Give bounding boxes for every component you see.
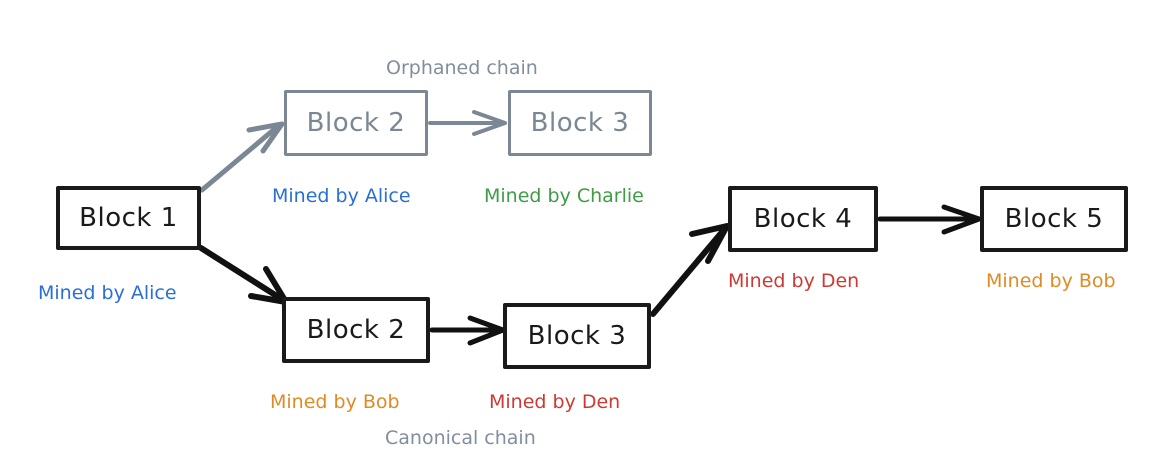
miner-label-block-1: Mined by Alice [38, 282, 177, 304]
block-node-block-3-orphan[interactable]: Block 3 [508, 90, 652, 156]
miner-label-block-3-canonical: Mined by Den [489, 391, 621, 413]
block-label: Block 4 [753, 204, 853, 234]
block-node-block-4[interactable]: Block 4 [728, 186, 878, 252]
miner-label-block-4: Mined by Den [728, 270, 860, 292]
block-label: Block 3 [530, 108, 630, 138]
block-node-block-5[interactable]: Block 5 [980, 186, 1128, 252]
block-label: Block 5 [1004, 204, 1104, 234]
block-node-block-2-canonical[interactable]: Block 2 [282, 297, 430, 363]
block-label: Block 2 [306, 108, 406, 138]
block-node-block-2-orphan[interactable]: Block 2 [284, 90, 428, 156]
block-node-block-1[interactable]: Block 1 [56, 186, 201, 250]
block-label: Block 1 [79, 203, 178, 233]
block-node-block-3-canonical[interactable]: Block 3 [503, 303, 651, 369]
miner-label-block-5: Mined by Bob [986, 270, 1116, 292]
edge-block1-to-orphan-block2-icon [199, 121, 285, 193]
orphaned-chain-label: Orphaned chain [386, 57, 538, 79]
edge-canonical-block3-to-block4-icon [650, 223, 730, 317]
miner-label-block-2-orphan: Mined by Alice [272, 185, 411, 207]
block-label: Block 3 [527, 321, 627, 351]
miner-label-block-3-orphan: Mined by Charlie [484, 185, 644, 207]
miner-label-block-2-canonical: Mined by Bob [270, 391, 400, 413]
edge-orphan-block2-to-orphan-block3-icon [428, 110, 507, 136]
edge-block1-to-canonical-block2-icon [198, 245, 289, 305]
edge-block4-to-block5-icon [877, 204, 982, 235]
block-label: Block 2 [306, 315, 406, 345]
edge-canonical-block2-to-canonical-block3-icon [429, 315, 506, 346]
canonical-chain-label: Canonical chain [385, 427, 536, 449]
